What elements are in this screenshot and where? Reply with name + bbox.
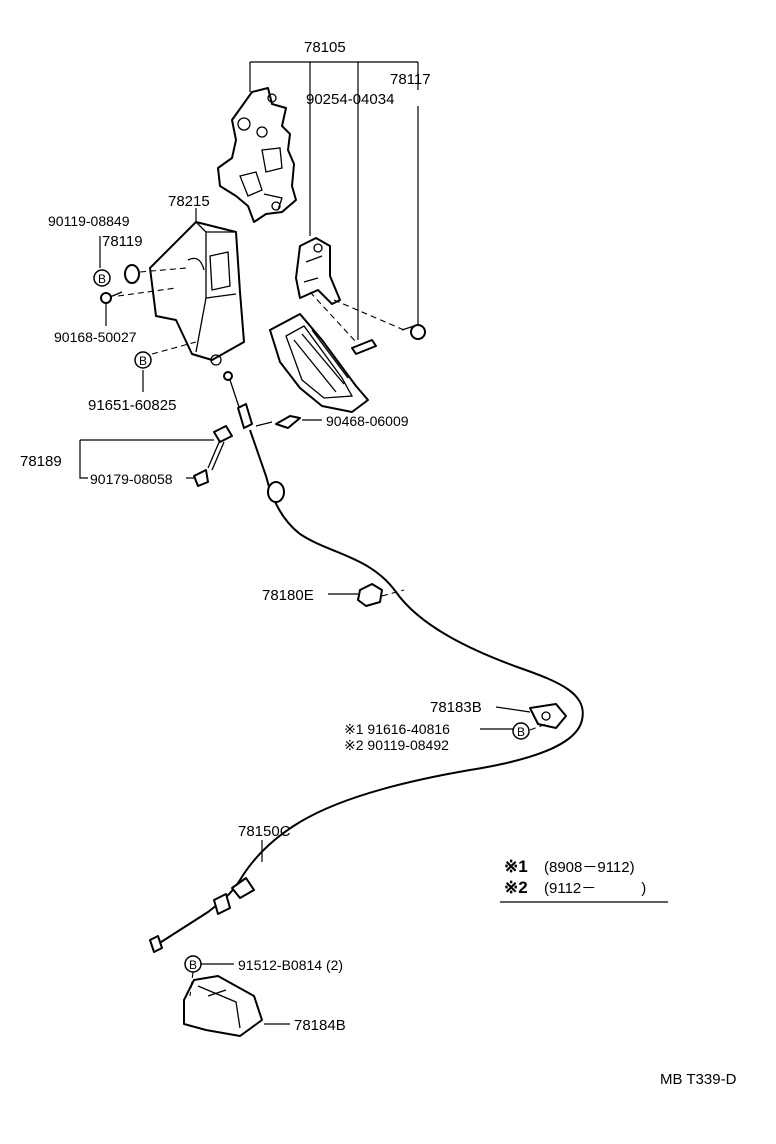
label-78189: 78189 — [20, 453, 62, 470]
pedal-housing — [149, 221, 245, 366]
legend-mark-2: ※2 — [504, 878, 528, 897]
label-78215: 78215 — [168, 193, 210, 210]
cable-clamp — [529, 703, 567, 729]
label-90179-08058: 90179-08058 — [90, 471, 173, 487]
cable-clip — [275, 415, 301, 429]
part-labels: 78105 78117 90254-04034 78215 90119-0884… — [20, 39, 482, 1034]
label-90468-06009: 90468-06009 — [326, 413, 409, 429]
label-78105: 78105 — [304, 39, 346, 56]
label-90119-08849: 90119-08849 — [48, 213, 130, 229]
screw — [100, 291, 123, 304]
pedal-pad — [269, 313, 369, 413]
label-91616-40816: ※1 91616-40816 — [344, 721, 450, 737]
svg-text:B: B — [517, 725, 525, 739]
b-mark-b: B — [134, 351, 152, 369]
legend-range-1: (8908－9112) — [544, 859, 635, 876]
label-78117: 78117 — [390, 71, 431, 88]
cable-bracket — [183, 975, 263, 1037]
pedal-support-bracket — [217, 87, 297, 223]
label-91651-60825: 91651-60825 — [88, 397, 176, 414]
label-78184B: 78184B — [294, 1017, 346, 1034]
b-mark-c: B — [512, 722, 530, 740]
label-90168-50027: 90168-50027 — [54, 329, 137, 345]
legend-range-2: (9112－ ) — [544, 880, 646, 897]
b-mark-a: B — [93, 269, 111, 287]
washer — [124, 264, 140, 284]
label-90254-04034: 90254-04034 — [306, 91, 394, 108]
label-78183B: 78183B — [430, 699, 482, 716]
grommet — [357, 583, 383, 607]
legend: ※1 (8908－9112) ※2 (9112－ ) — [504, 857, 646, 897]
b-mark-d: B — [184, 955, 202, 973]
svg-text:B: B — [139, 354, 147, 368]
label-78119: 78119 — [102, 233, 143, 250]
accelerator-cable — [149, 429, 584, 953]
cable-upper-end — [223, 371, 253, 429]
stopper-bolt — [401, 324, 426, 340]
svg-text:B: B — [189, 958, 197, 972]
label-91512-B0814: 91512-B0814 (2) — [238, 957, 343, 973]
svg-text:B: B — [98, 272, 106, 286]
pedal-arm — [295, 237, 341, 305]
pivot-pin — [351, 339, 377, 355]
label-78150C: 78150C — [238, 823, 291, 840]
leader-lines — [79, 61, 668, 1025]
adjust-bolt — [193, 425, 233, 487]
label-78180E: 78180E — [262, 587, 314, 604]
label-90119-08492: ※2 90119-08492 — [344, 737, 449, 753]
legend-mark-1: ※1 — [504, 857, 528, 876]
diagram-code: MB T339-D — [660, 1071, 737, 1088]
